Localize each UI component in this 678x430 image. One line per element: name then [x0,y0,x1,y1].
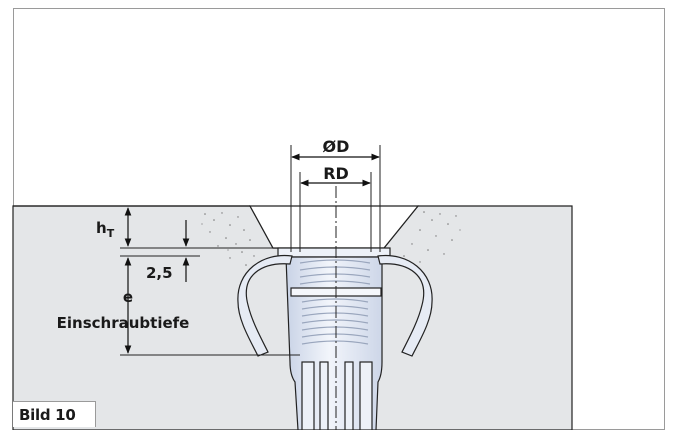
e-label: e [123,288,133,306]
offset-label: 2,5 [146,264,173,282]
figure-caption: Bild 10 [19,406,76,424]
depth-label: Einschraubtiefe [57,314,190,332]
ht-label: hT [96,219,115,240]
rd-label: RD [323,164,349,183]
insert-collar [277,247,391,258]
clip-arm-right [377,254,433,357]
shaft [301,361,373,430]
thread-lines [299,259,371,345]
clip-arm-left [237,254,293,357]
caption-box: Bild 10 [13,401,96,427]
od-label: ØD [323,137,350,156]
